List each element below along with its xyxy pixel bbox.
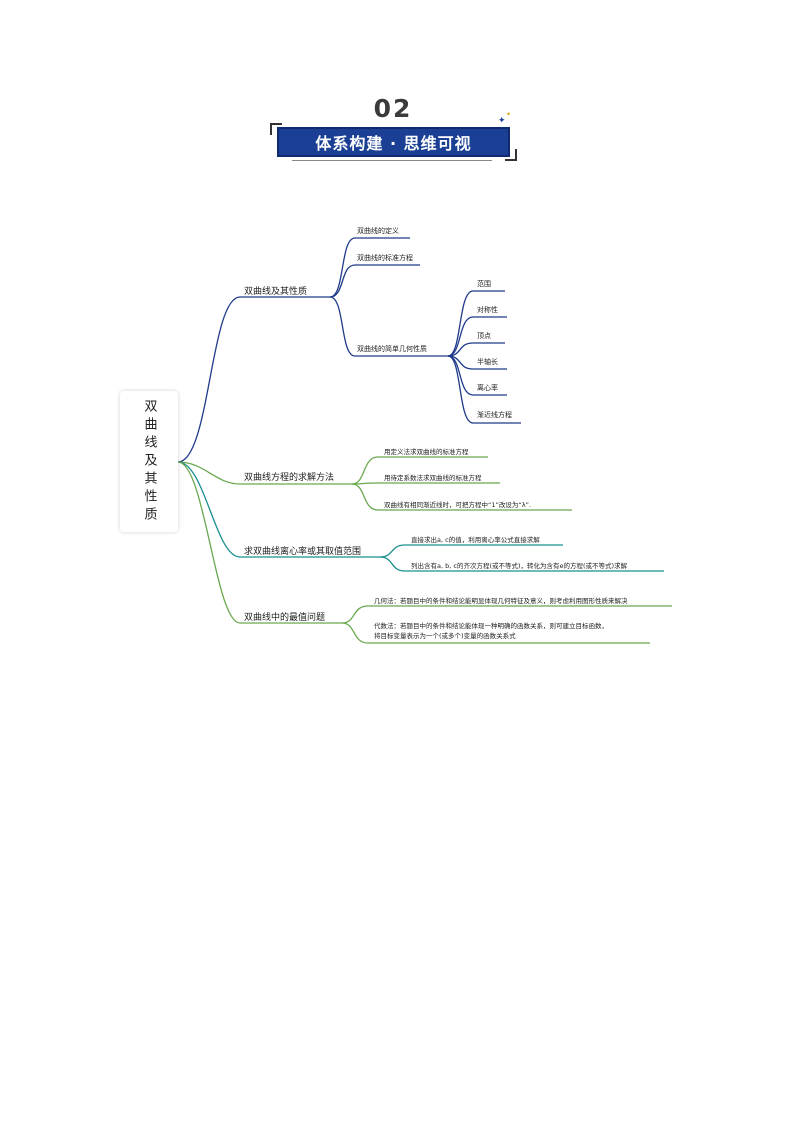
node-direct-solve: 直接求出a, c的值，利用离心率公式直接求解 bbox=[411, 536, 540, 544]
node-undetermined-coefficients: 用待定系数法求双曲线的标准方程 bbox=[384, 474, 482, 482]
connector-root-branch1 bbox=[177, 296, 330, 463]
connector-branch1-geometry bbox=[329, 296, 448, 357]
connector-geometry-vertex bbox=[447, 342, 505, 357]
sparkle-icon: ✦ bbox=[498, 116, 506, 126]
leaf-symmetry: 对称性 bbox=[477, 306, 498, 314]
node-same-asymptote: 双曲线有相同渐近线时，可把方程中“1”改设为“λ”. bbox=[384, 501, 532, 509]
frame-corner-right-bottom bbox=[505, 159, 517, 161]
root-label: 双曲线及其性质 bbox=[141, 398, 157, 525]
connector-geometry-eccentricity bbox=[447, 355, 507, 396]
node-standard-equation: 双曲线的标准方程 bbox=[357, 254, 413, 262]
sparkle-small-icon: ✦ bbox=[506, 111, 512, 118]
frame-corner-right-side bbox=[515, 149, 517, 161]
node-geometric-method: 几何法：若题目中的条件和结论能明显体现几何特征及意义，则考虑利用图形性质来解决 bbox=[374, 597, 628, 605]
connector-branch4-geometric bbox=[341, 605, 672, 624]
connector-branch1-equation bbox=[329, 264, 420, 298]
leaf-semi-axis: 半轴长 bbox=[477, 358, 498, 366]
connector-geometry-range bbox=[447, 290, 505, 357]
connector-geometry-symmetry bbox=[447, 316, 507, 357]
frame-corner-left-top bbox=[270, 123, 282, 125]
branch-label-properties: 双曲线及其性质 bbox=[244, 287, 308, 297]
branch-label-solving-methods: 双曲线方程的求解方法 bbox=[244, 473, 335, 483]
node-definition: 双曲线的定义 bbox=[357, 227, 399, 235]
section-title-banner: 体系构建 · 思维可视 bbox=[277, 127, 510, 157]
connector-root-branch3 bbox=[177, 461, 380, 558]
connector-branch3-direct bbox=[379, 544, 563, 558]
connector-geometry-asymptote bbox=[447, 355, 521, 424]
leaf-vertex: 顶点 bbox=[477, 332, 491, 340]
leaf-eccentricity: 离心率 bbox=[477, 384, 498, 392]
connector-branch2-definition bbox=[351, 456, 488, 485]
node-geometric-properties: 双曲线的简单几何性质 bbox=[357, 345, 427, 353]
node-algebraic-method-line2: 将目标变量表示为一个(或多个)变量的函数关系式 bbox=[374, 632, 516, 640]
branch-label-extremum: 双曲线中的最值问题 bbox=[244, 613, 326, 623]
connector-root-branch4 bbox=[177, 461, 342, 624]
node-homogeneous-equation: 列出含有a, b, c的齐次方程(或不等式)，转化为含有e的方程(或不等式)求解 bbox=[411, 562, 628, 570]
frame-underline bbox=[292, 160, 492, 161]
branch-label-eccentricity: 求双曲线离心率或其取值范围 bbox=[244, 547, 362, 557]
connector-branch3-homogeneous bbox=[379, 556, 664, 572]
connector-branch4-algebraic bbox=[341, 622, 650, 644]
node-definition-method: 用定义法求双曲线的标准方程 bbox=[384, 448, 469, 456]
connector-branch2-undetermined bbox=[351, 482, 500, 485]
section-number: 02 bbox=[373, 94, 413, 123]
connector-root-branch2 bbox=[177, 461, 352, 485]
leaf-range: 范围 bbox=[477, 280, 491, 288]
connector-branch1-definition bbox=[329, 237, 410, 298]
node-algebraic-method: 代数法：若题目中的条件和结论能体现一种明确的函数关系，则可建立目标函数， bbox=[374, 622, 608, 630]
leaf-asymptote-equation: 渐近线方程 bbox=[477, 411, 512, 419]
frame-corner-left-side bbox=[270, 123, 272, 135]
connector-branch2-asymptote bbox=[351, 483, 572, 511]
mindmap-root-node: 双曲线及其性质 bbox=[120, 391, 178, 532]
